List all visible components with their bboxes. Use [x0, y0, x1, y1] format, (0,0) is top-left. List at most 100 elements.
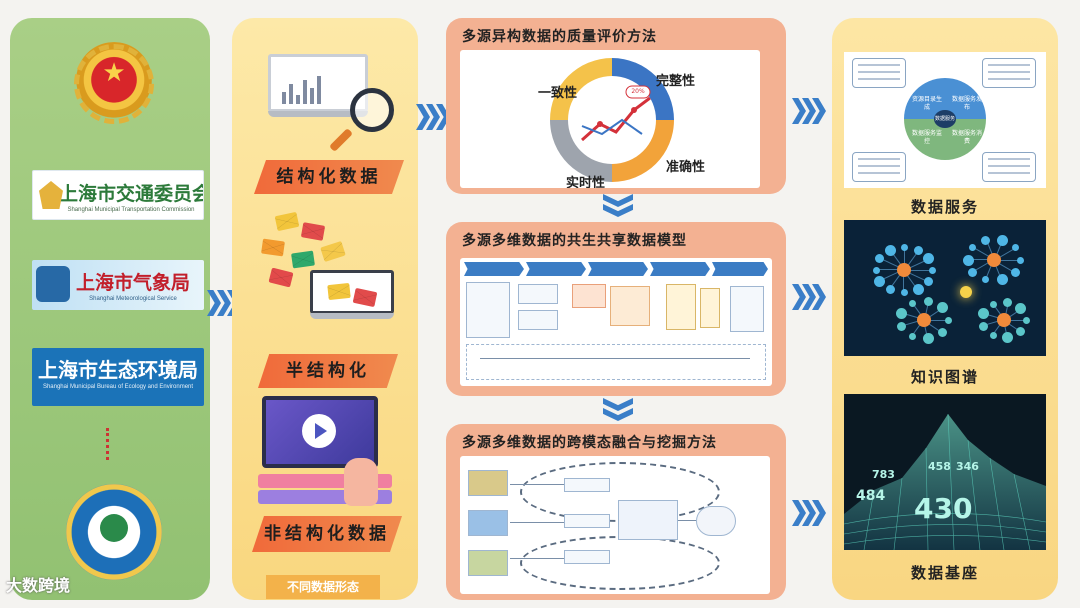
data-services-panel: 数据服务发布 数据服务消费 数据服务监控 资源目录生成 数据服务 数据服务 知识… [832, 18, 1058, 600]
data-sources-panel: ★ 上海市交通委员会 Shanghai Municipal Transporta… [10, 18, 210, 600]
arrow-down-icon [603, 194, 633, 217]
dashed-arc [520, 536, 720, 590]
quadrant-label: 数据服务消费 [952, 130, 983, 145]
graph-node [908, 299, 916, 307]
envelope-icon [268, 267, 294, 288]
model-block [518, 284, 558, 304]
org-name-en: Shanghai Municipal Bureau of Ecology and… [42, 384, 194, 390]
graph-node [928, 266, 936, 274]
service-hub: 数据服务 [934, 110, 956, 128]
graph-node [913, 246, 923, 256]
graph-node [977, 308, 989, 320]
process-box [564, 550, 610, 564]
connector-line [480, 358, 750, 359]
note-box [852, 152, 906, 182]
data-service-card: 数据服务发布 数据服务消费 数据服务监控 资源目录生成 数据服务 [844, 52, 1046, 188]
terrain-value: 346 [956, 460, 979, 473]
cross-modal-fusion-panel: 多源多维数据的跨模态融合与挖掘方法 [446, 424, 786, 600]
watermark-text: 大数跨境 [6, 576, 71, 595]
data-base-terrain-card: 430 484 783 458 346 [844, 394, 1046, 550]
quality-diagram: 20% 一致性 完整性 准确性 实时性 [460, 50, 760, 188]
graph-node [969, 244, 977, 252]
graph-node [923, 296, 933, 306]
emergency-management-emblem-icon [66, 484, 162, 580]
connector-line [510, 558, 564, 559]
graph-node [996, 234, 1008, 246]
org-name-cn: 上海市气象局 [75, 272, 190, 294]
graph-center-node [960, 286, 972, 298]
knowledge-graph-card [844, 220, 1046, 356]
magnifier-icon [350, 88, 394, 132]
graph-node [1010, 267, 1020, 277]
arrow-right-icon [792, 98, 826, 124]
more-sources-ellipsis [106, 428, 114, 460]
data-forms-footer-label: 不同数据形态 [266, 575, 380, 599]
shared-data-model-panel: 多源多维数据的共生共享数据模型 [446, 222, 786, 396]
laptop-mail-icon [310, 270, 394, 319]
envelope-icon [291, 250, 315, 269]
terrain-value: 484 [856, 488, 886, 504]
emblem-center [100, 514, 128, 542]
note-box [852, 58, 906, 88]
graph-node [1011, 244, 1019, 252]
model-block [518, 310, 558, 330]
cross-modal-fusion-title: 多源多维数据的跨模态融合与挖掘方法 [462, 435, 717, 451]
connector-line [510, 522, 564, 523]
police-emblem-icon: ★ [72, 42, 156, 126]
emblem-ring [74, 44, 154, 124]
arrow-right-icon [792, 284, 826, 310]
consistency-label: 一致性 [538, 86, 578, 101]
envelope-icon [320, 240, 346, 263]
graph-node [875, 254, 885, 264]
graph-node [996, 274, 1008, 286]
terrain-value: 783 [872, 468, 895, 481]
data-service-caption: 数据服务 [910, 198, 979, 216]
data-base-caption: 数据基座 [910, 564, 979, 582]
flow-stage-2 [526, 262, 586, 276]
graph-node [922, 333, 934, 345]
envelope-icon [327, 282, 351, 301]
flow-stage-1 [464, 262, 524, 276]
bar-chart-icon [282, 74, 321, 104]
terrain-svg [844, 413, 1046, 550]
fusion-diagram [460, 456, 770, 594]
graph-node [885, 284, 895, 294]
timeliness-label: 实时性 [566, 176, 606, 188]
image-stack [468, 550, 508, 576]
graph-node [908, 333, 916, 341]
org-ecology-environment: 上海市生态环境局 Shanghai Municipal Bureau of Ec… [32, 348, 204, 406]
graph-node [981, 235, 991, 245]
graph-node [884, 245, 896, 257]
model-bottom-layer [466, 344, 766, 380]
image-stack [468, 510, 508, 536]
magnifier-handle [328, 127, 354, 153]
image-stack [468, 470, 508, 496]
terrain-value-big: 430 [914, 492, 973, 525]
graph-node [944, 316, 952, 324]
data-forms-panel: 结构化数据 半结构化 非结构化数据 [232, 18, 418, 600]
star-icon: ★ [102, 58, 126, 88]
graph-hub-node [987, 253, 1001, 267]
accuracy-label: 准确性 [666, 160, 706, 175]
org-name-en: Shanghai Meteorological Service [89, 296, 177, 302]
graph-node [937, 327, 947, 337]
arrow-right-icon [416, 104, 450, 130]
cloud-shape [696, 506, 736, 536]
graph-node [1015, 303, 1027, 315]
model-block [610, 286, 650, 326]
connector-line [678, 520, 696, 521]
process-box [564, 478, 610, 492]
graph-node [989, 331, 997, 339]
flow-stage-4 [650, 262, 710, 276]
envelope-icon [274, 211, 300, 232]
graph-node [912, 283, 924, 295]
graph-node [895, 307, 907, 319]
graph-node [989, 301, 997, 309]
arrow-down-icon [603, 398, 633, 421]
org-name-en: Shanghai Municipal Transportation Commis… [67, 207, 195, 213]
quadrant-label: 数据服务发布 [952, 96, 983, 111]
graph-node [872, 266, 880, 274]
graph-node [1016, 326, 1026, 336]
model-block [572, 284, 606, 308]
quality-ring-svg [550, 58, 674, 182]
